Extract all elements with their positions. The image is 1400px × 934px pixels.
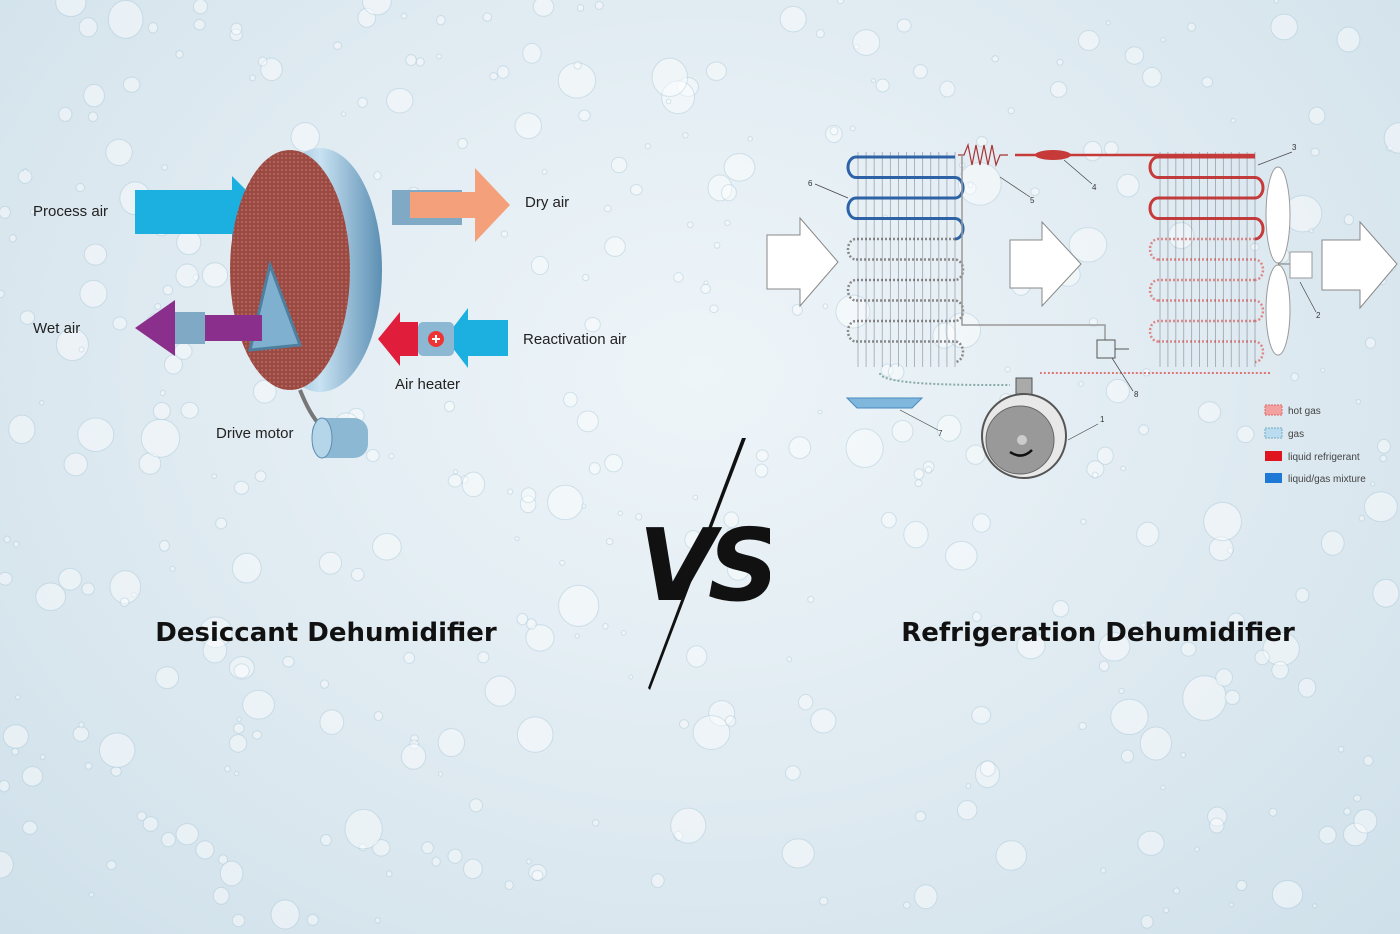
coil-pipe: [1158, 176, 1265, 200]
coil-pipe: [846, 196, 955, 220]
coil-pipe: [856, 258, 965, 282]
air-mid-arrow: [1009, 220, 1082, 308]
coil-pipe: [846, 319, 955, 343]
label-air-heater: Air heater: [395, 376, 460, 393]
fan-motor: [1289, 251, 1313, 279]
label-dry-air: Dry air: [525, 194, 569, 211]
filter-drier: [1035, 150, 1071, 160]
coil-pipe: [846, 278, 955, 302]
callout-5: 5: [1030, 196, 1035, 205]
legend-hot-gas: hot gas: [1288, 406, 1321, 417]
air-out-arrow: [1321, 220, 1398, 310]
callout-6: 6: [808, 179, 813, 188]
refrigeration-diagram: 1 2 3 4 5 6 7 8 hot gas gas liquid refri…: [766, 142, 1398, 485]
desiccant-diagram: Process air Dry air Wet air Reactivation…: [33, 148, 626, 459]
dry-air-arrow: [410, 168, 510, 242]
legend-liquid-gas-mixture: liquid/gas mixture: [1288, 474, 1366, 485]
callout-4: 4: [1092, 183, 1097, 192]
drip-tray: [845, 397, 924, 409]
vs-graphic: VS: [640, 438, 770, 690]
legend: hot gas gas liquid refrigerant liquid/ga…: [1264, 404, 1366, 485]
label-reactivation-air: Reactivation air: [523, 331, 626, 348]
desiccant-wheel-face: [230, 150, 350, 390]
coil-pipe: [856, 217, 965, 241]
coil-pipe: [856, 340, 965, 364]
drive-motor-icon: [311, 417, 368, 459]
desiccant-title: Desiccant Dehumidifier: [155, 618, 497, 648]
callout-8: 8: [1134, 390, 1139, 399]
vs-slash: [648, 438, 746, 690]
callout-3: 3: [1292, 143, 1297, 152]
capillary-tube: [958, 142, 1008, 168]
vs-text: VS: [640, 507, 770, 624]
valve-icon: [1096, 339, 1116, 359]
coil-pipe: [1158, 217, 1265, 241]
reactivation-air-arrow: [445, 308, 508, 368]
coil-pipe: [856, 299, 965, 323]
coil-pipe: [856, 176, 965, 200]
coil-pipe: [1148, 155, 1255, 179]
callout-1: 1: [1100, 415, 1105, 424]
refrigeration-title: Refrigeration Dehumidifier: [901, 618, 1295, 648]
callout-2: 2: [1316, 311, 1321, 320]
compressor-icon: [981, 377, 1067, 479]
label-wet-air: Wet air: [33, 320, 80, 337]
label-drive-motor: Drive motor: [216, 425, 294, 442]
legend-liquid-refrigerant: liquid refrigerant: [1288, 452, 1360, 463]
callout-7: 7: [938, 429, 943, 438]
label-process-air: Process air: [33, 203, 108, 220]
coil-pipe: [846, 237, 955, 261]
coil-pipe: [1148, 196, 1255, 220]
air-in-arrow: [766, 216, 839, 308]
heated-air-arrow: [378, 312, 418, 366]
fan-icon: [1265, 166, 1313, 356]
legend-gas: gas: [1288, 429, 1304, 440]
coil-pipe: [846, 155, 955, 179]
